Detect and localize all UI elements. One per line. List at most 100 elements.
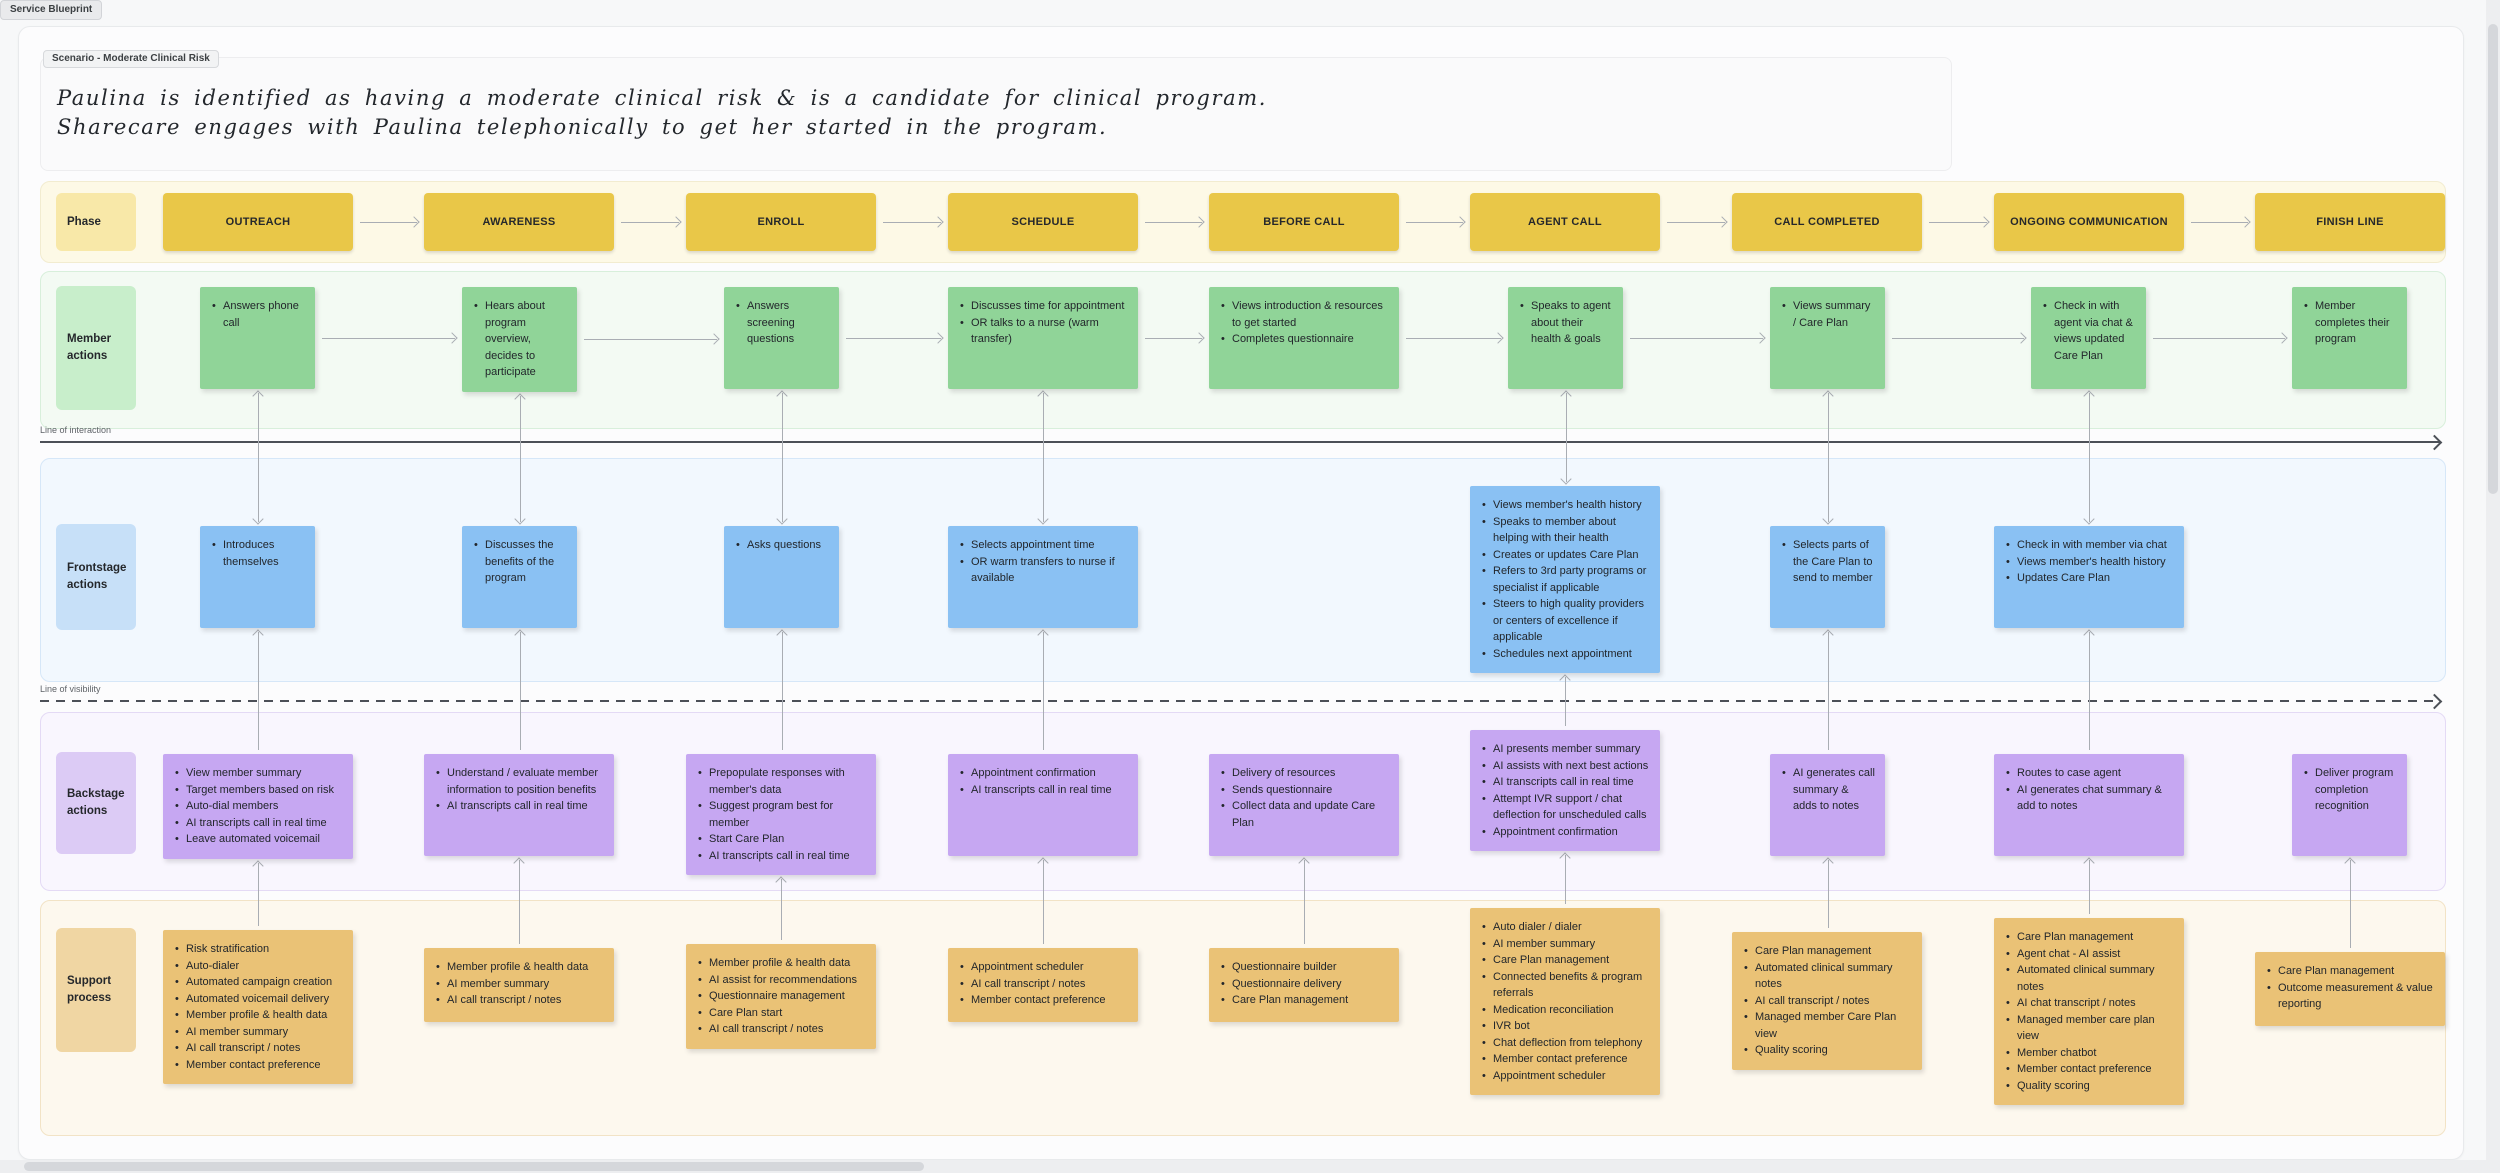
vertical-scrollbar-thumb[interactable] [2488, 24, 2498, 494]
backstage-note-before-call[interactable]: Delivery of resourcesSends questionnaire… [1209, 754, 1399, 856]
member-arrow-3 [846, 338, 941, 339]
support-note-ongoing[interactable]: Care Plan managementAgent chat - AI assi… [1994, 918, 2184, 1105]
note-bullet: Speaks to agent about their health & goa… [1519, 298, 1613, 348]
phase-box-outreach[interactable]: OUTREACH [163, 193, 353, 251]
note-bullet: Speaks to member about helping with thei… [1481, 514, 1650, 547]
member-note-enroll[interactable]: Answers screening questions [724, 287, 839, 389]
note-bullet: Outcome measurement & value reporting [2266, 980, 2435, 1013]
note-bullet: Appointment confirmation [959, 765, 1128, 782]
member-note-before-call[interactable]: Views introduction & resources to get st… [1209, 287, 1399, 389]
note-bullet: Updates Care Plan [2005, 570, 2174, 587]
note-bullet: AI transcripts call in real time [697, 848, 866, 865]
phase-box-schedule[interactable]: SCHEDULE [948, 193, 1138, 251]
note-bullet: Care Plan management [1481, 952, 1650, 969]
note-bullet: Member profile & health data [435, 959, 604, 976]
frontstage-note-agent-call[interactable]: Views member's health historySpeaks to m… [1470, 486, 1660, 673]
phase-row-label[interactable]: Phase [56, 193, 136, 251]
frontstage-note-outreach[interactable]: Introduces themselves [200, 526, 315, 628]
frontstage-note-schedule[interactable]: Selects appointment timeOR warm transfer… [948, 526, 1138, 628]
note-bullet: Member contact preference [1481, 1051, 1650, 1068]
note-bullet: Connected benefits & program referrals [1481, 969, 1650, 1002]
frontstage-note-ongoing[interactable]: Check in with member via chatViews membe… [1994, 526, 2184, 628]
note-bullet: Understand / evaluate member information… [435, 765, 604, 798]
note-bullet: Start Care Plan [697, 831, 866, 848]
note-bullet: AI transcripts call in real time [1481, 774, 1650, 791]
note-bullet: Views member's health history [2005, 554, 2174, 571]
horizontal-scrollbar[interactable] [0, 1160, 2486, 1173]
member-note-call-completed[interactable]: Views summary / Care Plan [1770, 287, 1885, 389]
note-bullet: AI call transcript / notes [1743, 993, 1912, 1010]
member-note-finish[interactable]: Member completes their program [2292, 287, 2407, 389]
note-bullet: AI transcripts call in real time [435, 798, 604, 815]
note-bullet: Selects parts of the Care Plan to send t… [1781, 537, 1875, 587]
note-bullet: OR warm transfers to nurse if available [959, 554, 1128, 587]
member-note-outreach[interactable]: Answers phone call [200, 287, 315, 389]
note-bullet: Delivery of resources [1220, 765, 1389, 782]
member-actions-row-label[interactable]: Member actions [56, 286, 136, 410]
frontstage-note-call-completed[interactable]: Selects parts of the Care Plan to send t… [1770, 526, 1885, 628]
backstage-note-finish[interactable]: Deliver program completion recognition [2292, 754, 2407, 856]
backstage-note-enroll[interactable]: Prepopulate responses with member's data… [686, 754, 876, 875]
note-bullet: Views member's health history [1481, 497, 1650, 514]
v-backstage-frontstage-ongoing [2089, 632, 2090, 750]
note-bullet: Managed member Care Plan view [1743, 1009, 1912, 1042]
note-bullet: Medication reconciliation [1481, 1002, 1650, 1019]
note-bullet: Automated clinical summary notes [2005, 962, 2174, 995]
note-bullet: Auto dialer / dialer [1481, 919, 1650, 936]
frontstage-note-enroll[interactable]: Asks questions [724, 526, 839, 628]
v-member-frontstage-call-completed [1827, 393, 1829, 522]
support-note-finish[interactable]: Care Plan managementOutcome measurement … [2255, 952, 2445, 1026]
phase-box-finish[interactable]: FINISH LINE [2255, 193, 2445, 251]
note-bullet: Member chatbot [2005, 1045, 2174, 1062]
vertical-scrollbar[interactable] [2486, 0, 2500, 1173]
note-bullet: Questionnaire management [697, 988, 866, 1005]
scenario-box [40, 57, 1952, 171]
support-note-schedule[interactable]: Appointment schedulerAI call transcript … [948, 948, 1138, 1022]
service-blueprint-tab[interactable]: Service Blueprint [0, 0, 103, 20]
frontstage-actions-row-label[interactable]: Frontstage actions [56, 524, 136, 630]
backstage-note-awareness[interactable]: Understand / evaluate member information… [424, 754, 614, 856]
backstage-actions-row-label[interactable]: Backstage actions [56, 752, 136, 854]
backstage-note-call-completed[interactable]: AI generates call summary & adds to note… [1770, 754, 1885, 856]
member-note-schedule[interactable]: Discusses time for appointmentOR talks t… [948, 287, 1138, 389]
note-bullet: AI generates call summary & adds to note… [1781, 765, 1875, 815]
note-bullet: Prepopulate responses with member's data [697, 765, 866, 798]
backstage-note-outreach[interactable]: View member summaryTarget members based … [163, 754, 353, 859]
v-member-frontstage-awareness [519, 395, 521, 522]
phase-box-call-completed[interactable]: CALL COMPLETED [1732, 193, 1922, 251]
note-bullet: Selects appointment time [959, 537, 1128, 554]
scenario-badge[interactable]: Scenario - Moderate Clinical Risk [43, 50, 219, 68]
phase-arrow-2 [621, 222, 679, 223]
phase-box-agent-call[interactable]: AGENT CALL [1470, 193, 1660, 251]
horizontal-scrollbar-thumb[interactable] [24, 1162, 924, 1171]
phase-box-awareness[interactable]: AWARENESS [424, 193, 614, 251]
note-bullet: Managed member care plan view [2005, 1012, 2174, 1045]
support-process-row-label[interactable]: Support process [56, 928, 136, 1052]
support-note-enroll[interactable]: Member profile & health dataAI assist fo… [686, 944, 876, 1049]
phase-box-enroll[interactable]: ENROLL [686, 193, 876, 251]
backstage-note-agent-call[interactable]: AI presents member summaryAI assists wit… [1470, 730, 1660, 851]
support-note-awareness[interactable]: Member profile & health dataAI member su… [424, 948, 614, 1022]
v-member-frontstage-ongoing [2088, 393, 2090, 522]
support-note-agent-call[interactable]: Auto dialer / dialerAI member summaryCar… [1470, 908, 1660, 1095]
phase-box-ongoing[interactable]: ONGOING COMMUNICATION [1994, 193, 2184, 251]
support-note-call-completed[interactable]: Care Plan managementAutomated clinical s… [1732, 932, 1922, 1070]
phase-arrow-4 [1145, 222, 1202, 223]
support-note-outreach[interactable]: Risk stratificationAuto-dialerAutomated … [163, 930, 353, 1084]
support-note-before-call[interactable]: Questionnaire builderQuestionnaire deliv… [1209, 948, 1399, 1022]
note-bullet: Member contact preference [2005, 1061, 2174, 1078]
phase-arrow-7 [1929, 222, 1987, 223]
v-backstage-frontstage-awareness [519, 632, 521, 750]
member-note-agent-call[interactable]: Speaks to agent about their health & goa… [1508, 287, 1623, 389]
note-bullet: Check in with member via chat [2005, 537, 2174, 554]
phase-arrow-3 [883, 222, 941, 223]
member-note-ongoing[interactable]: Check in with agent via chat & views upd… [2031, 287, 2146, 389]
note-bullet: AI member summary [174, 1024, 343, 1041]
note-bullet: Member contact preference [959, 992, 1128, 1009]
member-note-awareness[interactable]: Hears about program overview, decides to… [462, 287, 577, 392]
line-of-interaction [40, 441, 2440, 443]
backstage-note-schedule[interactable]: Appointment confirmationAI transcripts c… [948, 754, 1138, 856]
phase-box-before-call[interactable]: BEFORE CALL [1209, 193, 1399, 251]
frontstage-note-awareness[interactable]: Discusses the benefits of the program [462, 526, 577, 628]
backstage-note-ongoing[interactable]: Routes to case agentAI generates chat su… [1994, 754, 2184, 856]
